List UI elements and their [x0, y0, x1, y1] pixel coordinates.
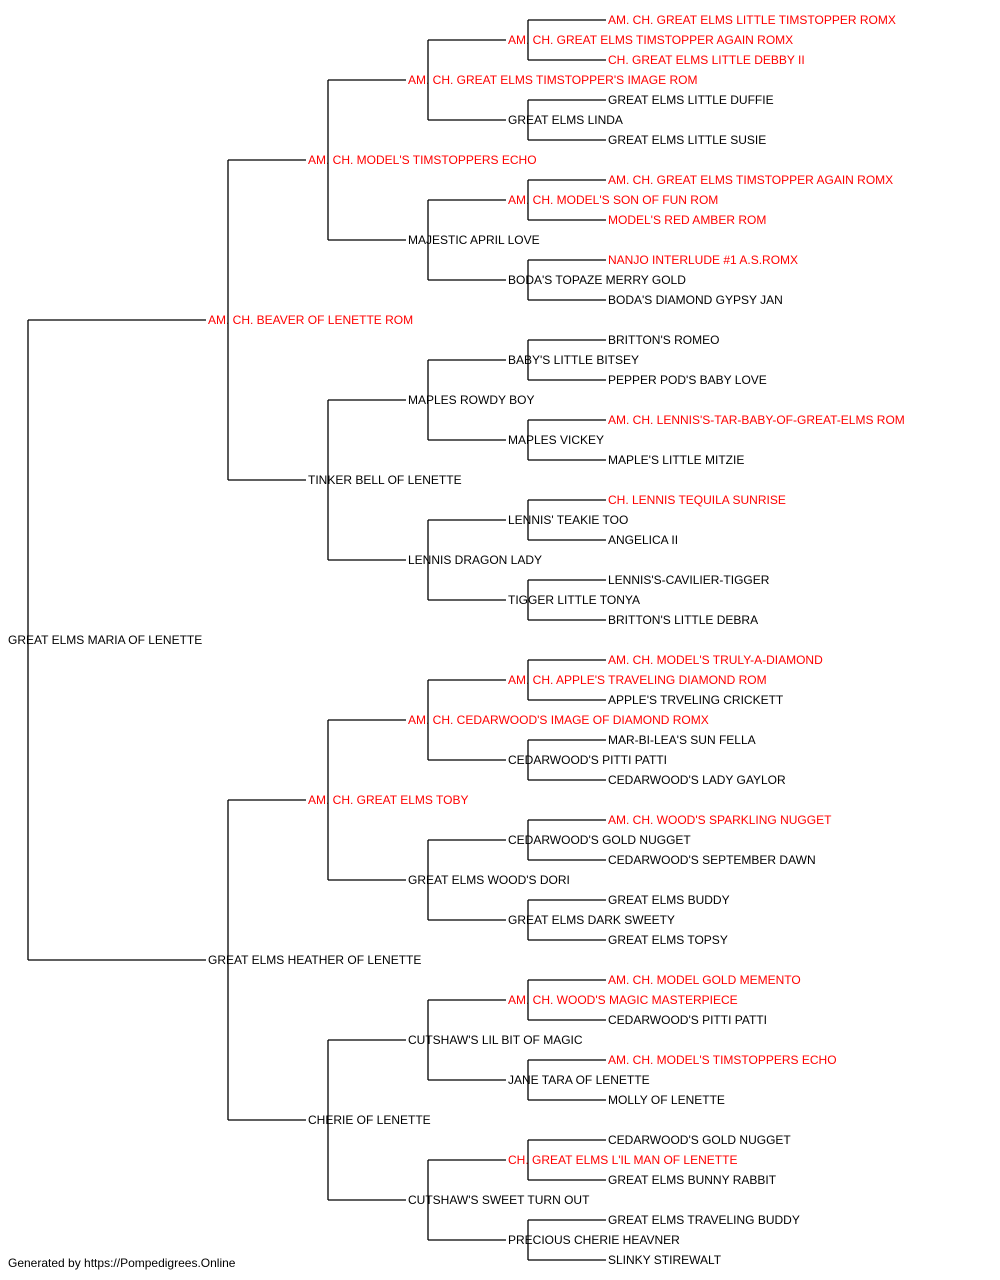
dog-name-dam-dam-sire-dam-level-4: JANE TARA OF LENETTE	[508, 1073, 650, 1087]
dog-name-dam-sire-dam-dam-dam-level-5: GREAT ELMS TOPSY	[608, 933, 728, 947]
dog-name-sire-level-1: AM. CH. BEAVER OF LENETTE ROM	[208, 313, 413, 327]
dog-name-sire-sire-level-2: AM. CH. MODEL'S TIMSTOPPERS ECHO	[308, 153, 537, 167]
dog-name-sire-sire-dam-level-3: MAJESTIC APRIL LOVE	[408, 233, 540, 247]
dog-name-dam-level-1: GREAT ELMS HEATHER OF LENETTE	[208, 953, 421, 967]
dog-name-dam-sire-dam-sire-sire-level-5: AM. CH. WOOD'S SPARKLING NUGGET	[608, 813, 832, 827]
dog-name-sire-sire-dam-sire-dam-level-5: MODEL'S RED AMBER ROM	[608, 213, 766, 227]
dog-name-dam-dam-dam-level-3: CUTSHAW'S SWEET TURN OUT	[408, 1193, 590, 1207]
dog-name-dam-sire-sire-dam-dam-level-5: CEDARWOOD'S LADY GAYLOR	[608, 773, 786, 787]
dog-name-sire-sire-dam-sire-sire-level-5: AM. CH. GREAT ELMS TIMSTOPPER AGAIN ROMX	[608, 173, 893, 187]
dog-name-sire-dam-sire-sire-level-4: BABY'S LITTLE BITSEY	[508, 353, 639, 367]
dog-name-dam-dam-sire-sire-dam-level-5: CEDARWOOD'S PITTI PATTI	[608, 1013, 767, 1027]
dog-name-sire-dam-sire-dam-level-4: MAPLES VICKEY	[508, 433, 604, 447]
dog-name-dam-sire-sire-sire-dam-level-5: APPLE'S TRVELING CRICKETT	[608, 693, 784, 707]
dog-name-dam-dam-dam-sire-level-4: CH. GREAT ELMS L'IL MAN OF LENETTE	[508, 1153, 737, 1167]
dog-name-dam-dam-sire-dam-sire-level-5: AM. CH. MODEL'S TIMSTOPPERS ECHO	[608, 1053, 837, 1067]
dog-name-sire-dam-dam-level-3: LENNIS DRAGON LADY	[408, 553, 542, 567]
dog-name-sire-dam-dam-dam-sire-level-5: LENNIS'S-CAVILIER-TIGGER	[608, 573, 770, 587]
dog-name-sire-dam-sire-sire-sire-level-5: BRITTON'S ROMEO	[608, 333, 719, 347]
dog-name-dam-sire-sire-sire-sire-level-5: AM. CH. MODEL'S TRULY-A-DIAMOND	[608, 653, 823, 667]
footer-credit: Generated by https://Pompedigrees.Online	[8, 1256, 236, 1270]
dog-name-dam-sire-dam-sire-level-4: CEDARWOOD'S GOLD NUGGET	[508, 833, 691, 847]
dog-name-dam-dam-sire-sire-level-4: AM. CH. WOOD'S MAGIC MASTERPIECE	[508, 993, 738, 1007]
dog-name-dam-sire-sire-sire-level-4: AM. CH. APPLE'S TRAVELING DIAMOND ROM	[508, 673, 767, 687]
dog-name-sire-sire-sire-level-3: AM. CH. GREAT ELMS TIMSTOPPER'S IMAGE RO…	[408, 73, 697, 87]
dog-name-dam-sire-sire-dam-level-4: CEDARWOOD'S PITTI PATTI	[508, 753, 667, 767]
dog-name-sire-sire-sire-sire-sire-level-5: AM. CH. GREAT ELMS LITTLE TIMSTOPPER ROM…	[608, 13, 896, 27]
dog-name-dam-sire-sire-level-3: AM. CH. CEDARWOOD'S IMAGE OF DIAMOND ROM…	[408, 713, 709, 727]
dog-name-dam-dam-sire-dam-dam-level-5: MOLLY OF LENETTE	[608, 1093, 725, 1107]
dog-name-sire-sire-sire-dam-level-4: GREAT ELMS LINDA	[508, 113, 623, 127]
dog-name-sire-dam-sire-level-3: MAPLES ROWDY BOY	[408, 393, 534, 407]
dog-name-dam-sire-dam-dam-sire-level-5: GREAT ELMS BUDDY	[608, 893, 730, 907]
dog-name-sire-dam-sire-sire-dam-level-5: PEPPER POD'S BABY LOVE	[608, 373, 767, 387]
dog-name-dam-dam-sire-sire-sire-level-5: AM. CH. MODEL GOLD MEMENTO	[608, 973, 801, 987]
dog-name-sire-sire-sire-dam-dam-level-5: GREAT ELMS LITTLE SUSIE	[608, 133, 766, 147]
dog-name-dam-dam-dam-dam-sire-level-5: GREAT ELMS TRAVELING BUDDY	[608, 1213, 800, 1227]
dog-name-sire-dam-dam-sire-level-4: LENNIS' TEAKIE TOO	[508, 513, 628, 527]
dog-name-sire-sire-dam-dam-level-4: BODA'S TOPAZE MERRY GOLD	[508, 273, 686, 287]
dog-name-dam-dam-level-2: CHERIE OF LENETTE	[308, 1113, 431, 1127]
dog-name-sire-dam-sire-dam-dam-level-5: MAPLE'S LITTLE MITZIE	[608, 453, 744, 467]
dog-name-dam-dam-dam-sire-dam-level-5: GREAT ELMS BUNNY RABBIT	[608, 1173, 777, 1187]
dog-name-dam-sire-level-2: AM. CH. GREAT ELMS TOBY	[308, 793, 468, 807]
dog-name-sire-dam-sire-dam-sire-level-5: AM. CH. LENNIS'S-TAR-BABY-OF-GREAT-ELMS …	[608, 413, 905, 427]
dog-name-sire-dam-dam-sire-sire-level-5: CH. LENNIS TEQUILA SUNRISE	[608, 493, 786, 507]
dog-name-sire-sire-sire-sire-dam-level-5: CH. GREAT ELMS LITTLE DEBBY II	[608, 53, 805, 67]
dog-name-sire-sire-sire-dam-sire-level-5: GREAT ELMS LITTLE DUFFIE	[608, 93, 774, 107]
dog-name-dam-sire-dam-level-3: GREAT ELMS WOOD'S DORI	[408, 873, 570, 887]
dog-name-dam-sire-sire-dam-sire-level-5: MAR-BI-LEA'S SUN FELLA	[608, 733, 756, 747]
dog-name-sire-sire-dam-dam-sire-level-5: NANJO INTERLUDE #1 A.S.ROMX	[608, 253, 798, 267]
dog-name-dam-dam-dam-dam-dam-level-5: SLINKY STIREWALT	[608, 1253, 722, 1267]
dog-name-sire-sire-dam-dam-dam-level-5: BODA'S DIAMOND GYPSY JAN	[608, 293, 783, 307]
dog-name-dam-dam-dam-sire-sire-level-5: CEDARWOOD'S GOLD NUGGET	[608, 1133, 791, 1147]
dog-name-sire-sire-sire-sire-level-4: AM. CH. GREAT ELMS TIMSTOPPER AGAIN ROMX	[508, 33, 793, 47]
dog-name-sire-dam-level-2: TINKER BELL OF LENETTE	[308, 473, 462, 487]
dog-name-dam-sire-dam-dam-level-4: GREAT ELMS DARK SWEETY	[508, 913, 675, 927]
dog-name-sire-dam-dam-sire-dam-level-5: ANGELICA II	[608, 533, 678, 547]
dog-name-dam-sire-dam-sire-dam-level-5: CEDARWOOD'S SEPTEMBER DAWN	[608, 853, 816, 867]
dog-name-subject-level-0: GREAT ELMS MARIA OF LENETTE	[8, 633, 202, 647]
dog-name-sire-dam-dam-dam-level-4: TIGGER LITTLE TONYA	[508, 593, 640, 607]
dog-name-sire-sire-dam-sire-level-4: AM. CH. MODEL'S SON OF FUN ROM	[508, 193, 718, 207]
dog-name-sire-dam-dam-dam-dam-level-5: BRITTON'S LITTLE DEBRA	[608, 613, 758, 627]
dog-name-dam-dam-dam-dam-level-4: PRECIOUS CHERIE HEAVNER	[508, 1233, 680, 1247]
dog-name-dam-dam-sire-level-3: CUTSHAW'S LIL BIT OF MAGIC	[408, 1033, 583, 1047]
